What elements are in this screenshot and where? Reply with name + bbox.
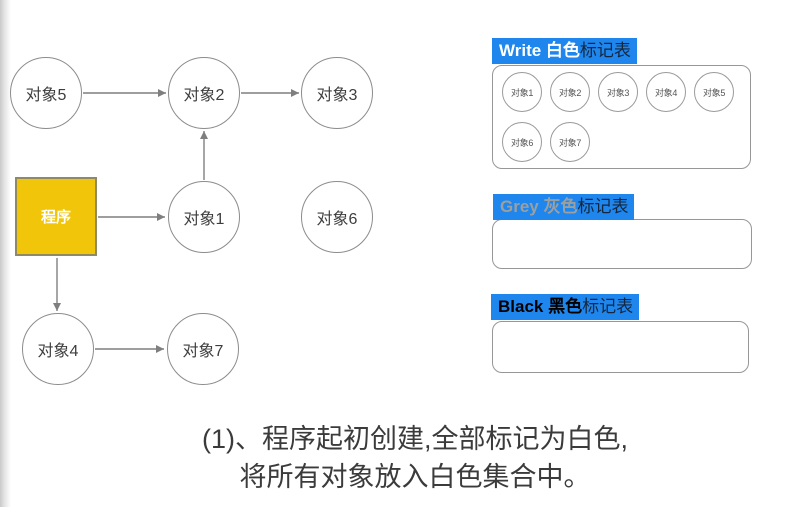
graph-edges	[53, 89, 299, 353]
black-table-title-suffix: 标记表	[582, 297, 634, 316]
white-table-item-obj4: 对象4	[646, 72, 686, 112]
black-table-title-main: Black 黑色	[498, 297, 583, 316]
white-table-row-1: 对象1 对象2 对象3 对象4 对象5	[502, 72, 750, 112]
white-table-title-main: Write 白色	[499, 41, 580, 60]
black-table-title: Black 黑色标记表	[491, 294, 640, 320]
graph-node-obj2: 对象2	[168, 57, 240, 129]
page-edge-shade	[0, 0, 11, 507]
white-table-item-obj3: 对象3	[598, 72, 638, 112]
graph-node-obj7: 对象7	[167, 313, 239, 385]
graph-node-obj1: 对象1	[168, 181, 240, 253]
white-table-title: Write 白色标记表	[492, 38, 637, 64]
graph-node-obj4: 对象4	[22, 313, 94, 385]
grey-table-title-suffix: 标记表	[577, 197, 629, 216]
grey-table-box	[492, 219, 752, 269]
white-table-box: 对象1 对象2 对象3 对象4 对象5 对象6 对象7	[492, 65, 751, 169]
white-table-item-obj5: 对象5	[694, 72, 734, 112]
grey-table-title: Grey 灰色标记表	[493, 194, 635, 220]
graph-node-obj3: 对象3	[301, 57, 373, 129]
white-table-row-2: 对象6 对象7	[502, 122, 750, 162]
white-table-title-suffix: 标记表	[579, 41, 631, 60]
caption: (1)、程序起初创建,全部标记为白色, 将所有对象放入白色集合中。	[0, 420, 800, 496]
white-table-item-obj1: 对象1	[502, 72, 542, 112]
white-table-item-obj7: 对象7	[550, 122, 590, 162]
caption-line-1: (1)、程序起初创建,全部标记为白色,	[201, 424, 628, 454]
graph-node-obj6: 对象6	[301, 181, 373, 253]
white-table-item-obj6: 对象6	[502, 122, 542, 162]
graph-node-obj5: 对象5	[10, 57, 82, 129]
program-node: 程序	[15, 177, 97, 256]
caption-line-2: 将所有对象放入白色集合中。	[239, 462, 591, 492]
black-table-box	[492, 321, 749, 373]
grey-table-title-main: Grey 灰色	[500, 197, 578, 216]
white-table-item-obj2: 对象2	[550, 72, 590, 112]
